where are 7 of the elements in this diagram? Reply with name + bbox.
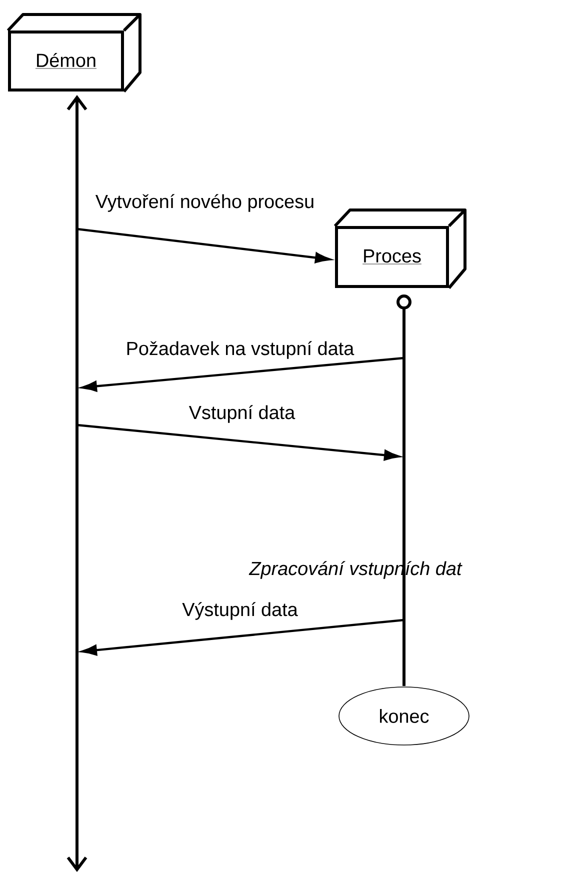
lifeline [66,95,88,872]
node-box: Démon [6,13,142,92]
message-label: Vstupní data [188,404,296,424]
message-label: Vytvoření nového procesu [94,193,316,213]
message-label: Výstupní data [181,601,299,621]
node-box: Proces [334,208,466,289]
message-label: Požadavek na vstupní data [124,340,356,360]
